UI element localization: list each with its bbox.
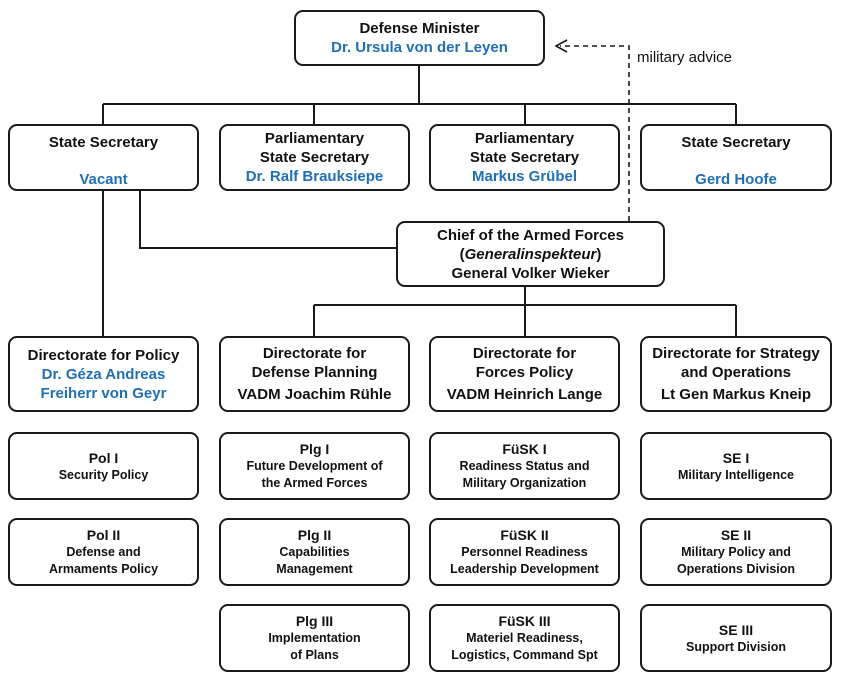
- directorate-title-line-1: Directorate for: [262, 345, 367, 362]
- unit-description: Military Intelligence: [677, 467, 794, 482]
- unit-code: Pol I: [88, 449, 119, 466]
- secretary-title-line-1: Parliamentary: [474, 130, 575, 147]
- directorate-head: Lt Gen Markus Kneip: [660, 386, 812, 403]
- directorate-head-line-2: Freiherr von Geyr: [40, 384, 167, 402]
- directorate-strategy-operations-box: Directorate for Strategy and Operations …: [640, 336, 832, 412]
- unit-plg-iii-box: Plg III Implementation of Plans: [219, 604, 410, 672]
- unit-code: FüSK II: [500, 527, 549, 543]
- directorate-head: VADM Heinrich Lange: [446, 386, 603, 403]
- minister-name: Dr. Ursula von der Leyen: [331, 39, 508, 56]
- unit-description-line-1: Personnel Readiness: [461, 545, 588, 559]
- secretary-title: State Secretary: [48, 134, 159, 151]
- directorate-head: VADM Joachim Rühle: [237, 386, 392, 403]
- unit-code: FüSK I: [502, 441, 547, 457]
- unit-pol-i-box: Pol I Security Policy: [8, 432, 199, 500]
- secretary-title-line-2: State Secretary: [469, 149, 580, 166]
- directorate-title-line-2: and Operations: [680, 364, 792, 381]
- military-advice-dashed-line: [560, 45, 630, 221]
- unit-description-line-1: Implementation: [268, 631, 361, 645]
- unit-description-line-1: Readiness Status and: [459, 459, 590, 473]
- directorate-defense-planning-box: Directorate for Defense Planning VADM Jo…: [219, 336, 410, 412]
- secretary-title-line-1: Parliamentary: [264, 130, 365, 147]
- unit-description-line-2: Operations Division: [676, 562, 796, 576]
- directorate-forces-policy-box: Directorate for Forces Policy VADM Heinr…: [429, 336, 620, 412]
- unit-code: SE II: [720, 527, 752, 543]
- unit-code: SE I: [722, 449, 750, 466]
- unit-description-line-2: Logistics, Command Spt: [451, 648, 598, 662]
- unit-description-line-2: Leadership Development: [450, 562, 599, 576]
- state-secretary-vacant-box: State Secretary Vacant: [8, 124, 199, 191]
- directorate-title-line-2: Forces Policy: [475, 364, 574, 381]
- secretary-name: Markus Grübel: [471, 168, 578, 185]
- unit-code: FüSK III: [498, 613, 551, 629]
- parliamentary-secretary-box-1: Parliamentary State Secretary Dr. Ralf B…: [219, 124, 410, 191]
- unit-plg-ii-box: Plg II Capabilities Management: [219, 518, 410, 586]
- unit-code: Plg III: [295, 613, 334, 629]
- unit-plg-i-box: Plg I Future Development of the Armed Fo…: [219, 432, 410, 500]
- unit-description: Support Division: [686, 639, 786, 654]
- unit-description-line-1: Future Development of: [246, 459, 383, 473]
- secretary-name: Gerd Hoofe: [695, 171, 777, 188]
- unit-description-line-2: of Plans: [290, 648, 339, 662]
- chief-name: General Volker Wieker: [451, 264, 610, 282]
- unit-se-iii-box: SE III Support Division: [640, 604, 832, 672]
- unit-description-line-1: Military Policy and: [681, 545, 791, 559]
- unit-fusk-i-box: FüSK I Readiness Status and Military Org…: [429, 432, 620, 500]
- directorate-policy-box: Directorate for Policy Dr. Géza Andreas …: [8, 336, 199, 412]
- unit-se-i-box: SE I Military Intelligence: [640, 432, 832, 500]
- secretary-chief-link: [139, 190, 396, 249]
- directorate-head-line-1: Dr. Géza Andreas: [41, 365, 166, 383]
- directorate-title: Directorate for Policy: [27, 346, 180, 364]
- military-advice-label: military advice: [637, 49, 733, 66]
- arrowhead-icon: [554, 39, 568, 53]
- state-secretary-hoofe-box: State Secretary Gerd Hoofe: [640, 124, 832, 191]
- chief-title: Chief of the Armed Forces: [437, 226, 624, 244]
- directorate-title-line-1: Directorate for Strategy: [652, 345, 820, 362]
- chief-subtitle-italic: Generalinspekteur: [464, 245, 597, 263]
- directorate-title-line-2: Defense Planning: [251, 364, 378, 381]
- unit-code: Pol II: [86, 527, 121, 543]
- unit-se-ii-box: SE II Military Policy and Operations Div…: [640, 518, 832, 586]
- unit-description-line-1: Defense and: [66, 545, 141, 559]
- unit-pol-ii-box: Pol II Defense and Armaments Policy: [8, 518, 199, 586]
- unit-fusk-ii-box: FüSK II Personnel Readiness Leadership D…: [429, 518, 620, 586]
- secretary-name: Dr. Ralf Brauksiepe: [245, 168, 384, 185]
- secretary-title-line-2: State Secretary: [259, 149, 370, 166]
- chief-subtitle: (Generalinspekteur): [459, 245, 602, 263]
- unit-code: Plg I: [299, 441, 330, 457]
- secretary-name: Vacant: [79, 171, 128, 188]
- unit-description-line-2: Management: [276, 562, 353, 576]
- secretary-title: State Secretary: [681, 134, 791, 151]
- directorate-title-line-1: Directorate for: [472, 345, 577, 362]
- unit-code: SE III: [718, 621, 754, 638]
- unit-description-line-1: Materiel Readiness,: [466, 631, 583, 645]
- unit-description: Security Policy: [58, 467, 149, 482]
- unit-fusk-iii-box: FüSK III Materiel Readiness, Logistics, …: [429, 604, 620, 672]
- unit-code: Plg II: [297, 527, 332, 543]
- chief-of-armed-forces-box: Chief of the Armed Forces (Generalinspek…: [396, 221, 665, 287]
- unit-description-line-2: Military Organization: [462, 476, 587, 490]
- minister-box: Defense Minister Dr. Ursula von der Leye…: [294, 10, 545, 66]
- unit-description-line-2: the Armed Forces: [261, 476, 368, 490]
- parliamentary-secretary-box-2: Parliamentary State Secretary Markus Grü…: [429, 124, 620, 191]
- unit-description-line-2: Armaments Policy: [48, 562, 159, 576]
- minister-title: Defense Minister: [359, 20, 480, 37]
- unit-description-line-1: Capabilities: [279, 545, 350, 559]
